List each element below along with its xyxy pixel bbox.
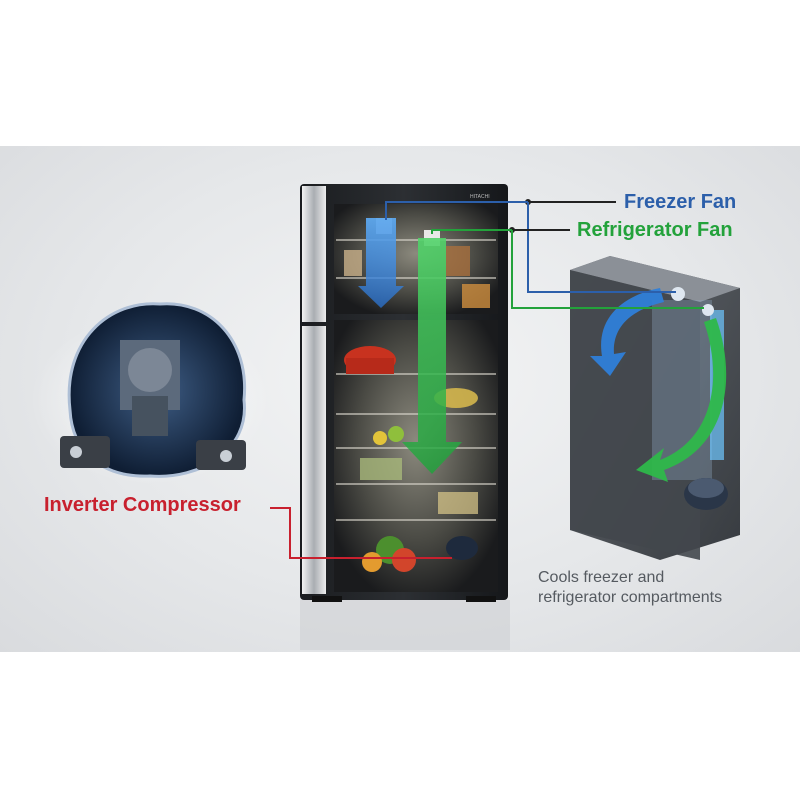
- freezer-fan-label: Freezer Fan: [624, 191, 737, 213]
- inverter-compressor-label: Inverter Compressor: [44, 494, 241, 516]
- refrigerator: HITACHI: [300, 184, 510, 650]
- brand-logo: HITACHI: [470, 194, 490, 200]
- compressor-illustration: [30, 302, 270, 485]
- cutaway-refrigerator-airflow-arrow: [636, 318, 727, 482]
- cutaway-freezer-airflow-arrow: [590, 288, 664, 376]
- freezer-airflow-arrow: [358, 218, 404, 308]
- leader-lines: [270, 199, 704, 559]
- cutaway-freezer-fan-icon: [671, 287, 685, 301]
- cutaway-refrigerator-fan-icon: [702, 304, 714, 316]
- caption-line-2: refrigerator compartments: [538, 589, 723, 606]
- caption: Cools freezer and refrigerator compartme…: [538, 568, 778, 608]
- refrigerator-fan-label: Refrigerator Fan: [577, 219, 733, 241]
- refrigerator-airflow-arrow: [402, 238, 462, 474]
- cutaway-refrigerator: [570, 256, 740, 560]
- caption-line-1: Cools freezer and: [538, 569, 665, 586]
